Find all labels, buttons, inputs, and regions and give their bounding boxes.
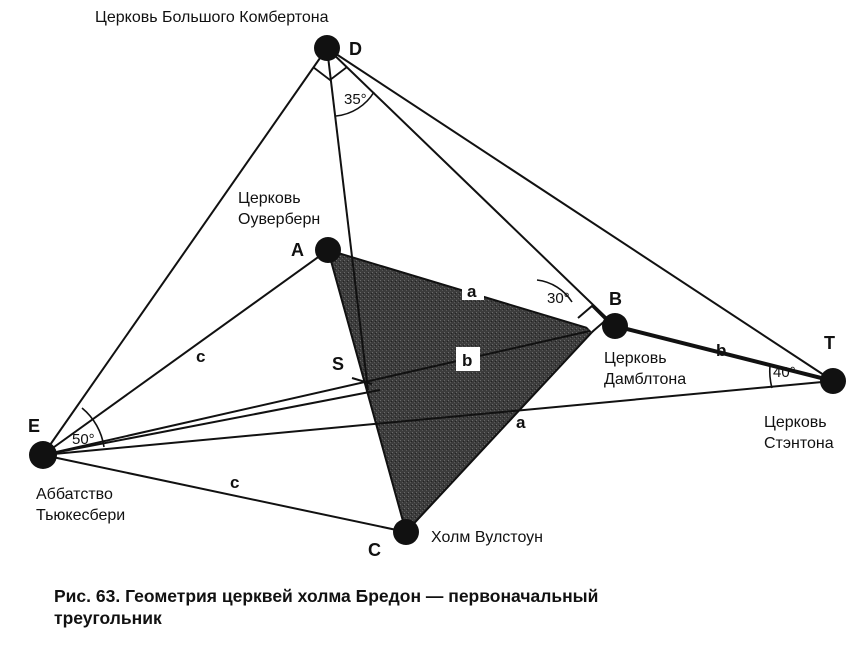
label-t-line2: Стэнтона [764, 435, 834, 452]
point-letter-a: A [291, 240, 304, 260]
angle-arc-t [768, 365, 773, 389]
point-letter-s: S [332, 354, 344, 374]
point-letter-t: T [824, 333, 835, 353]
figure-caption: Рис. 63. Геометрия церквей холма Бредон … [54, 585, 834, 629]
label-a-line1: Церковь [238, 190, 301, 207]
label-b-line1: Церковь [604, 350, 667, 367]
segment-label-a-top: a [467, 282, 477, 301]
line-b-t [614, 324, 834, 383]
point-d [314, 35, 340, 61]
point-letter-b: B [609, 289, 622, 309]
label-d: Церковь Большого Комбертона [95, 9, 329, 26]
right-angle-mark-b [577, 304, 608, 333]
point-b [602, 313, 628, 339]
angle-label-b: 30° [547, 290, 570, 307]
angle-arc-b [536, 279, 573, 303]
line-e-inner [42, 389, 381, 456]
line-d-e [42, 47, 328, 456]
segment-label-b-right: b [716, 341, 726, 360]
line-d-t [326, 47, 834, 382]
label-e-line2: Тьюкесбери [36, 507, 125, 524]
angle-arc-e [81, 407, 105, 448]
label-a-line2: Оуверберн [238, 211, 320, 228]
segment-label-c-lower: c [230, 473, 239, 492]
point-t [820, 368, 846, 394]
label-c: Холм Вулстоун [431, 529, 543, 546]
line-s-tick [351, 377, 373, 385]
line-d-b [326, 47, 616, 327]
segment-label-c-upper: c [196, 347, 205, 366]
angle-label-d: 35° [344, 91, 367, 108]
shaded-triangle-abc [326, 248, 596, 534]
right-angle-mark-d [312, 66, 348, 82]
bredon-churches-diagram: D A B T E C S Церковь Большого Комбертон… [28, 9, 846, 560]
point-e [29, 441, 57, 469]
construction-lines [42, 47, 834, 533]
point-a [315, 237, 341, 263]
label-t-line1: Церковь [764, 414, 827, 431]
point-letter-c: C [368, 540, 381, 560]
angle-arc-d [335, 91, 375, 117]
line-e-c [42, 454, 407, 533]
line-e-t [42, 380, 834, 456]
point-letter-d: D [349, 39, 362, 59]
point-c [393, 519, 419, 545]
caption-line2: треугольник [54, 608, 162, 628]
angle-label-t: 40° [773, 364, 796, 381]
angle-label-e: 50° [72, 431, 95, 448]
label-e-line1: Аббатство [36, 486, 113, 503]
label-b-line2: Дамблтона [604, 371, 686, 388]
line-e-a [42, 249, 329, 456]
line-d-s [326, 47, 369, 391]
segment-label-a-bottom: a [516, 413, 526, 432]
figure-number: Рис. 63. [54, 586, 121, 606]
caption-line1: Геометрия церквей холма Бредон — первона… [125, 586, 599, 606]
point-letter-e: E [28, 416, 40, 436]
segment-label-b-inside: b [462, 351, 472, 370]
line-e-b [42, 329, 595, 456]
